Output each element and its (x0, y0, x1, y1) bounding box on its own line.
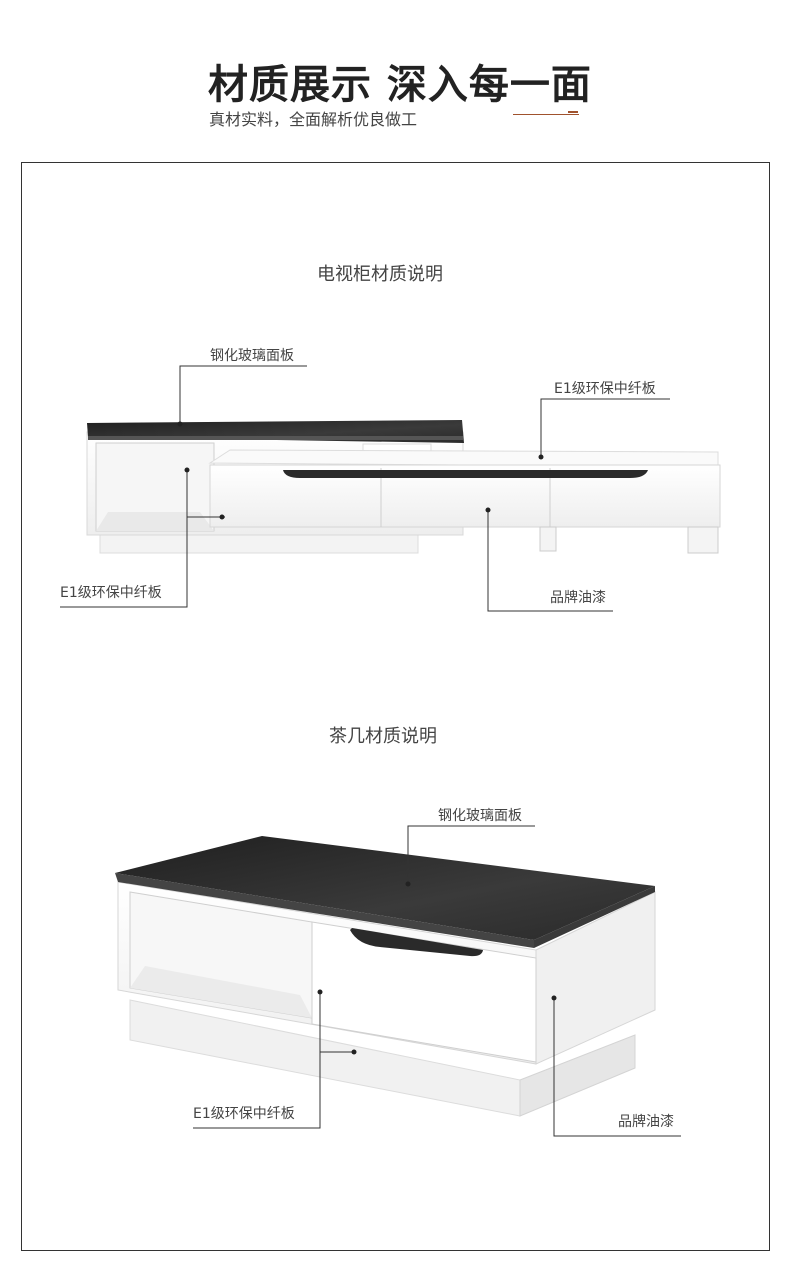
tv-board-left-label: E1级环保中纤板 (60, 585, 162, 601)
coffee-table-title: 茶几材质说明 (329, 726, 437, 747)
tv-board-right-label: E1级环保中纤板 (554, 381, 656, 397)
content-frame (21, 162, 770, 1251)
tv-glass-top-label: 钢化玻璃面板 (210, 348, 294, 364)
ct-board-label: E1级环保中纤板 (193, 1106, 295, 1122)
tv-cabinet-leaders (60, 365, 670, 612)
tv-cabinet-title: 电视柜材质说明 (317, 264, 443, 285)
ct-paint-label: 品牌油漆 (618, 1114, 674, 1130)
accent-line (513, 114, 579, 115)
accent-line-mark (568, 111, 578, 113)
page-subtitle: 真材实料，全面解析优良做工 (209, 110, 418, 129)
tv-cabinet-illustration (86, 420, 721, 554)
tv-cabinet-leader-dots (177, 421, 544, 520)
coffee-table-illustration (115, 836, 656, 1117)
tv-paint-label: 品牌油漆 (550, 590, 606, 606)
ct-glass-top-label: 钢化玻璃面板 (438, 808, 522, 824)
coffee-table-leaders (193, 825, 681, 1137)
coffee-table-leader-dots (317, 881, 557, 1055)
page-title: 材质展示 深入每一面 (208, 62, 592, 108)
